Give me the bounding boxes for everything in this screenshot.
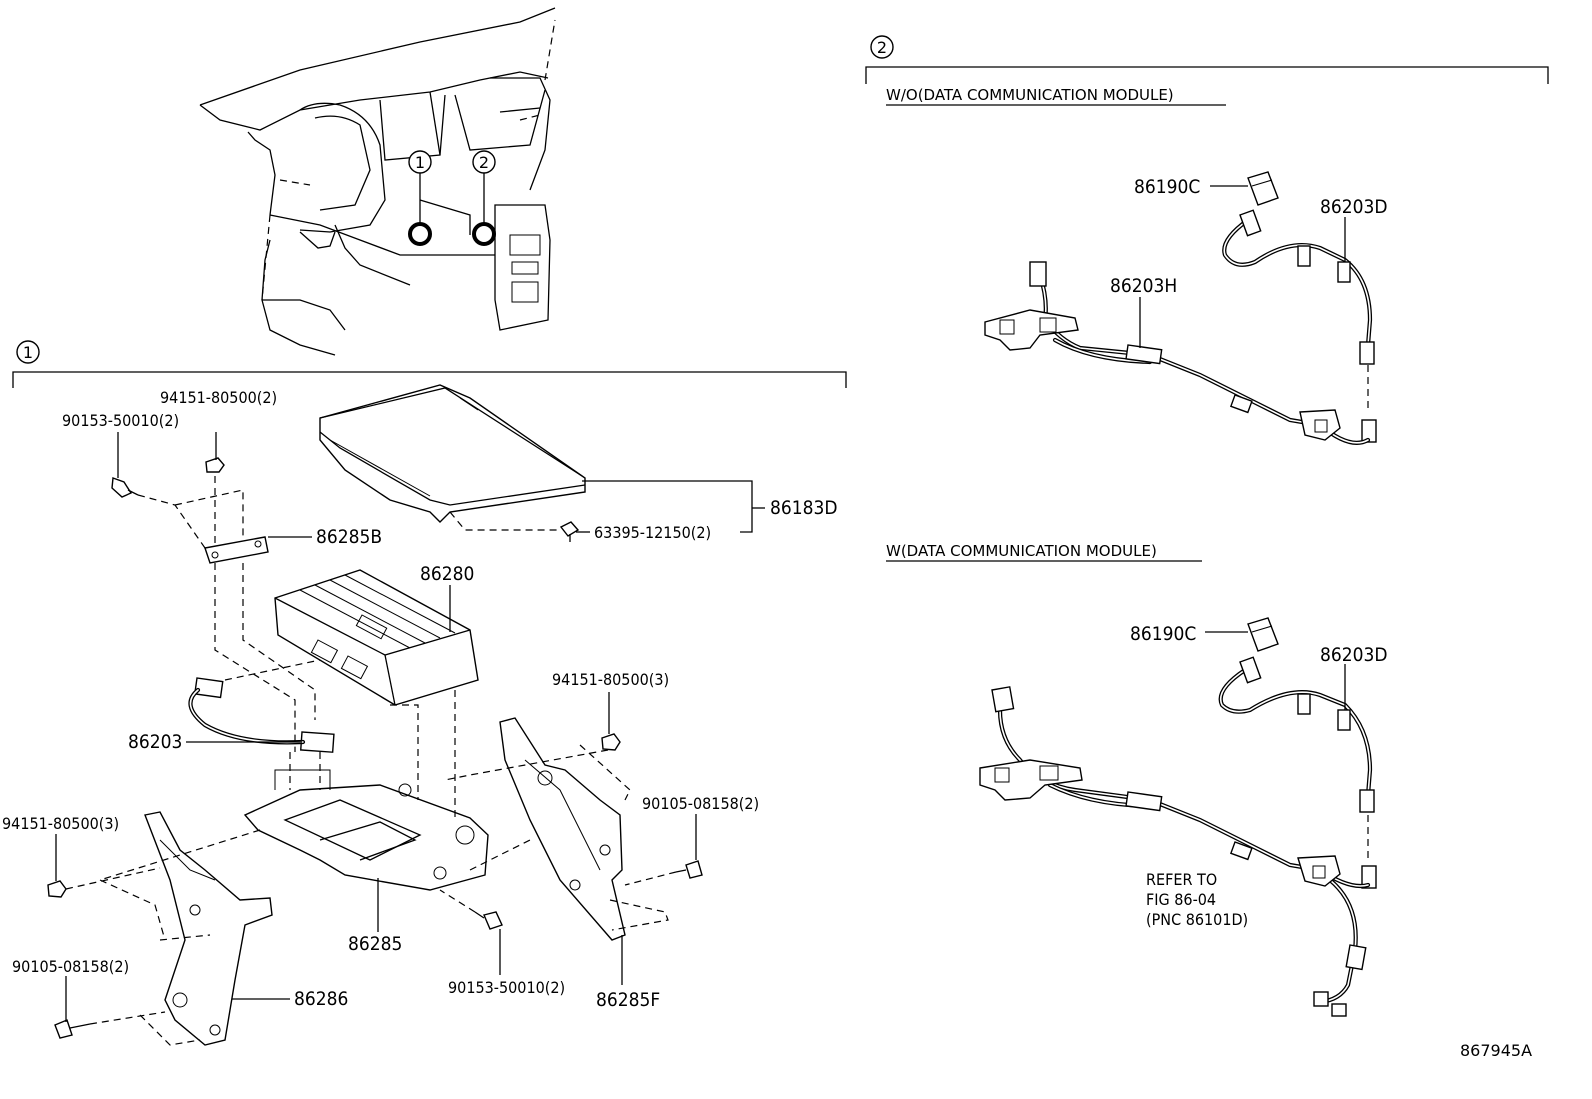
bracket-86285F — [499, 717, 626, 941]
bracket-86285B — [204, 536, 269, 564]
label-86285B: 86285B — [316, 526, 382, 548]
part-labels-with-dcm: 86190C 86203D REFER TO FIG 86-04 (PNC 86… — [1130, 623, 1388, 929]
overview-marker-2: 2 — [479, 153, 489, 172]
wire-86203 — [188, 677, 335, 753]
label-wo-86190C: 86190C — [1134, 176, 1200, 198]
part-labels-section-1: 94151-80500(2) 90153-50010(2) 86183D 633… — [2, 388, 838, 1011]
overview-callout-1: 1 — [408, 150, 432, 246]
illustration-id: 867945A — [1460, 1041, 1532, 1060]
harness-with-dcm — [979, 617, 1377, 1017]
part-labels-without-dcm: 86190C 86203D 86203H — [1110, 176, 1388, 297]
overview-marker-1: 1 — [415, 153, 425, 172]
variant-without-dcm-heading: W/O(DATA COMMUNICATION MODULE) — [886, 86, 1174, 104]
label-63395-12150: 63395-12150(2) — [594, 523, 711, 542]
label-90153-50010-bottom: 90153-50010(2) — [448, 978, 565, 997]
bracket-86285 — [243, 769, 489, 891]
amplifier-86280 — [274, 569, 479, 706]
bracket-86286 — [144, 811, 273, 1046]
section-2-marker: 2 — [877, 38, 887, 57]
assembly-lines-section-1 — [65, 476, 677, 1046]
label-90105-08158-right: 90105-08158(2) — [642, 794, 759, 813]
label-86285F: 86285F — [596, 989, 660, 1011]
label-94151-80500-left: 94151-80500(3) — [2, 814, 119, 833]
label-90153-50010-top: 90153-50010(2) — [62, 411, 179, 430]
label-90105-08158-left: 90105-08158(2) — [12, 957, 129, 976]
label-w-86190C: 86190C — [1130, 623, 1196, 645]
refer-note-line-2: FIG 86-04 — [1146, 890, 1216, 909]
label-94151-80500-top: 94151-80500(2) — [160, 388, 277, 407]
refer-note-line-3: (PNC 86101D) — [1146, 910, 1248, 929]
overview-callout-2: 2 — [472, 150, 496, 246]
label-86280: 86280 — [420, 563, 474, 585]
label-86285: 86285 — [348, 933, 402, 955]
label-86183D: 86183D — [770, 497, 838, 519]
refer-note-line-1: REFER TO — [1146, 870, 1217, 889]
cover-86183D — [319, 384, 586, 531]
label-wo-86203H: 86203H — [1110, 275, 1177, 297]
dashboard-overview-illustration — [199, 7, 556, 356]
section-1-marker: 1 — [23, 343, 33, 362]
section-2-frame: 2 W/O(DATA COMMUNICATION MODULE) W(DATA … — [865, 35, 1549, 562]
label-94151-80500-right: 94151-80500(3) — [552, 670, 669, 689]
fasteners — [47, 457, 703, 1039]
variant-with-dcm-heading: W(DATA COMMUNICATION MODULE) — [886, 542, 1157, 560]
harness-without-dcm — [984, 171, 1377, 445]
leader-lines-section-1 — [55, 432, 765, 1022]
label-86203: 86203 — [128, 731, 182, 753]
section-1-frame: 1 — [12, 340, 847, 388]
label-86286: 86286 — [294, 988, 348, 1010]
label-wo-86203D: 86203D — [1320, 196, 1388, 218]
label-w-86203D: 86203D — [1320, 644, 1388, 666]
